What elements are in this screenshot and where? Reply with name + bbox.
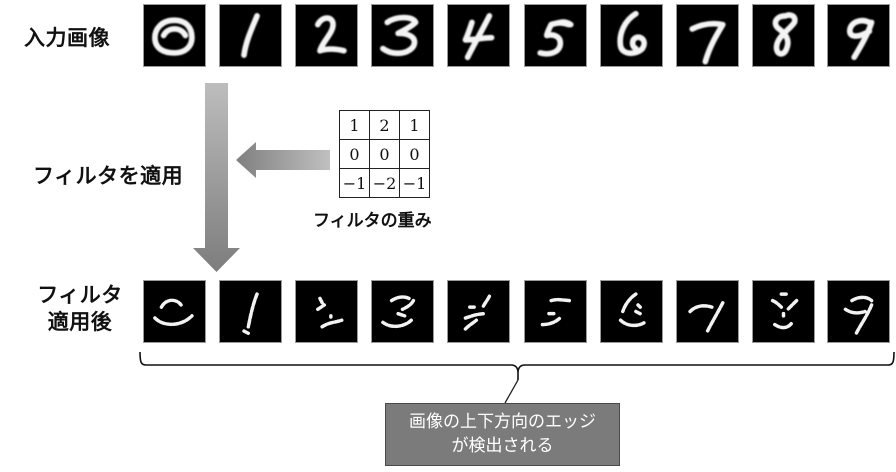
input-digit-3-icon xyxy=(380,14,419,57)
filtered-digit-2-icon xyxy=(316,296,344,329)
input-image-7 xyxy=(676,4,739,67)
callout-line1: 画像の上下方向のエッジ xyxy=(409,412,596,432)
brace-icon xyxy=(139,351,895,380)
filtered-image-5 xyxy=(524,280,587,343)
filtered-image-7 xyxy=(676,280,739,343)
filter-cell: 0 xyxy=(339,139,370,169)
filtered-image-6 xyxy=(600,280,663,343)
apply-filter-label: フィルタを適用 xyxy=(33,164,184,188)
edge-detection-callout: 画像の上下方向のエッジ が検出される xyxy=(385,403,620,466)
filter-cell: 2 xyxy=(369,110,400,140)
input-digit-6-icon xyxy=(617,10,647,57)
input-digit-4-icon xyxy=(462,13,495,61)
filter-cell: 0 xyxy=(399,139,430,169)
filter-cell: −1 xyxy=(339,168,370,198)
input-digit-1-icon xyxy=(241,13,260,58)
left-arrow-icon xyxy=(236,142,330,178)
input-digit-0-icon xyxy=(152,17,195,56)
filtered-digit-6-icon xyxy=(618,292,647,328)
callout-pointer xyxy=(504,379,519,404)
input-image-4 xyxy=(447,4,510,67)
input-digit-7-icon xyxy=(689,20,726,65)
filtered-digit-4-icon xyxy=(463,294,492,331)
filter-weights-caption: フィルタの重み xyxy=(313,211,432,231)
filtered-digit-9-icon xyxy=(843,295,874,336)
filtered-image-2 xyxy=(295,280,358,343)
filter-cell: 0 xyxy=(369,139,400,169)
input-image-9 xyxy=(827,4,890,67)
callout-line2: が検出される xyxy=(451,436,554,456)
filtered-digit-3-icon xyxy=(381,295,416,329)
filter-row: −1 −2 −1 xyxy=(339,168,430,198)
input-image-2 xyxy=(295,4,358,67)
filtered-images-label: フィルタ 適用後 xyxy=(33,282,127,336)
filtered-label-line2: 適用後 xyxy=(47,310,113,334)
filtered-digit-7-icon xyxy=(688,301,725,333)
filter-row: 0 0 0 xyxy=(339,139,430,169)
filtered-image-0 xyxy=(143,280,206,343)
filter-cell: 1 xyxy=(339,110,370,140)
filter-row: 1 2 1 xyxy=(339,110,430,140)
input-image-0 xyxy=(143,4,206,67)
filter-cell: 1 xyxy=(399,110,430,140)
filtered-image-4 xyxy=(447,280,510,343)
filtered-digit-1-icon xyxy=(242,292,259,336)
input-image-8 xyxy=(752,4,815,67)
filtered-image-3 xyxy=(371,280,434,343)
input-digit-8-icon xyxy=(772,12,798,57)
filtered-image-8 xyxy=(752,280,815,343)
input-image-6 xyxy=(600,4,663,67)
filter-cell: −1 xyxy=(399,168,430,198)
input-image-1 xyxy=(219,4,282,67)
filtered-digit-0-icon xyxy=(153,298,194,327)
filter-weights-matrix: 1 2 1 0 0 0 −1 −2 −1 xyxy=(339,110,430,198)
filtered-image-1 xyxy=(219,280,282,343)
filter-cell: −2 xyxy=(369,168,400,198)
input-images-label: 入力画像 xyxy=(24,26,110,50)
filtered-digit-8-icon xyxy=(770,292,799,330)
filtered-label-line1: フィルタ xyxy=(37,283,123,307)
input-image-3 xyxy=(371,4,434,67)
input-digit-2-icon xyxy=(314,15,347,54)
filtered-image-9 xyxy=(827,280,890,343)
input-image-5 xyxy=(524,4,587,67)
down-arrow-icon xyxy=(193,83,240,272)
filtered-digit-5-icon xyxy=(540,297,573,327)
input-digit-9-icon xyxy=(846,17,875,61)
input-digit-5-icon xyxy=(537,19,574,57)
